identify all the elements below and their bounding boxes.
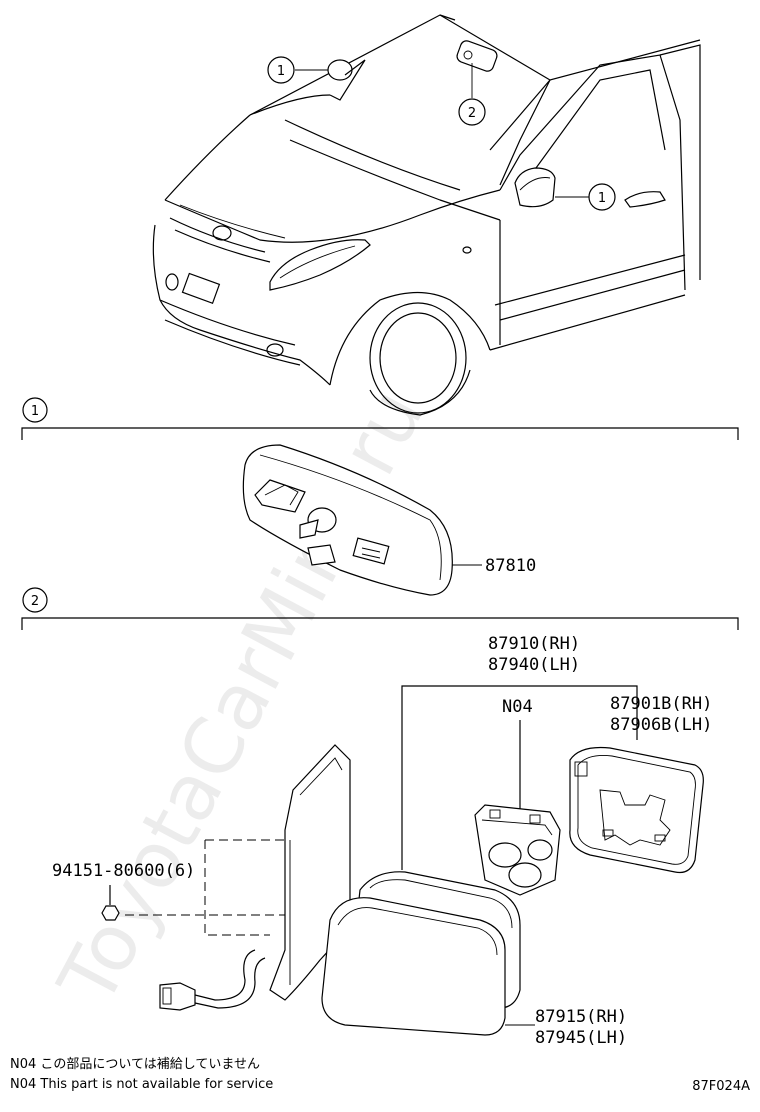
part-87910-label: 87910(RH) xyxy=(488,634,580,654)
part-87810-label: 87810 xyxy=(485,556,536,576)
mirror-glass-87901B[interactable] xyxy=(569,746,704,874)
clip-94151[interactable] xyxy=(101,905,120,921)
note-english: N04 This part is not available for servi… xyxy=(10,1077,273,1092)
section-2-marker-label: 2 xyxy=(31,594,39,609)
part-87906B-label: 87906B(LH) xyxy=(610,715,712,735)
car-inner-mirror xyxy=(327,59,366,101)
part-87945-label: 87945(LH) xyxy=(535,1028,627,1048)
section-2-marker[interactable] xyxy=(22,587,48,613)
part-87901B-label: 87901B(RH) xyxy=(610,694,712,714)
note-japanese: N04 この部品については補給していません xyxy=(10,1057,260,1072)
part-87940-label: 87940(LH) xyxy=(488,655,580,675)
section-1-bracket xyxy=(21,427,739,440)
car-door-mirror xyxy=(514,167,556,208)
callout-1-door-label: 1 xyxy=(598,191,606,206)
inner-mirror-87810[interactable] xyxy=(242,444,453,596)
callout-2-top[interactable] xyxy=(458,98,486,126)
callout-2-top-label: 2 xyxy=(468,106,476,121)
part-94151-label: 94151-80600(6) xyxy=(52,861,195,881)
section-1-marker-label: 1 xyxy=(31,404,39,419)
figure-code: 87F024A xyxy=(692,1079,750,1094)
wire-harness xyxy=(159,949,266,1011)
vehicle-illustration xyxy=(152,14,701,416)
part-87915-label: 87915(RH) xyxy=(535,1007,627,1027)
section-2-bracket xyxy=(21,617,739,630)
assembly-bracket xyxy=(401,685,638,870)
callout-1-top[interactable] xyxy=(267,56,295,84)
part-N04-label: N04 xyxy=(502,697,533,717)
callout-1-top-label: 1 xyxy=(277,64,285,79)
callout-1-door[interactable] xyxy=(588,183,616,211)
mirror-motor-N04[interactable] xyxy=(474,804,561,896)
car-roof-part xyxy=(456,40,498,72)
mirror-housing-87910[interactable] xyxy=(321,871,521,1036)
section-1-marker[interactable] xyxy=(22,397,48,423)
